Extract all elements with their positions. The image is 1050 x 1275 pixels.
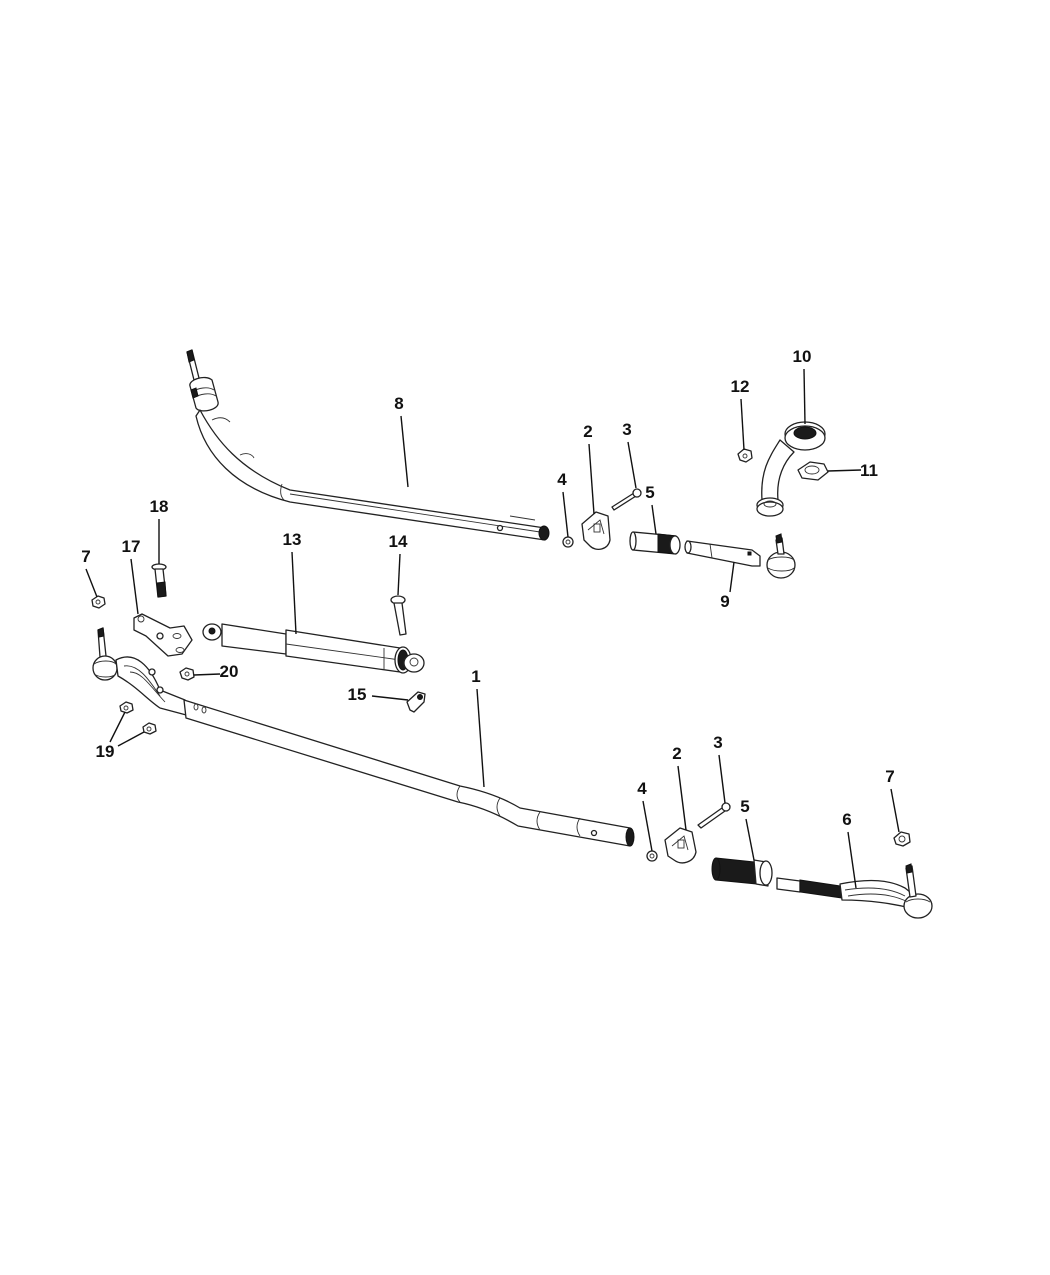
- drag-link-tube: [186, 349, 550, 541]
- callout-14: 14: [389, 532, 408, 551]
- clamp-nut-lower: [646, 850, 658, 862]
- callout-13: 13: [283, 530, 302, 549]
- nuts-19: [119, 701, 157, 735]
- callout-7-right: 7: [885, 767, 894, 786]
- callout-10: 10: [793, 347, 812, 366]
- pitman-arm: [756, 421, 826, 517]
- damper-mount-bracket: [133, 613, 193, 657]
- nut-12: [737, 448, 753, 463]
- callout-5-lower: 5: [740, 797, 749, 816]
- damper-bracket: [406, 691, 426, 713]
- bracket-bolt: [151, 563, 167, 598]
- tie-rod-tube: [92, 627, 635, 847]
- callout-3-lower: 3: [713, 733, 722, 752]
- callout-17: 17: [122, 537, 141, 556]
- callout-3: 3: [622, 420, 631, 439]
- callout-5: 5: [645, 483, 654, 502]
- steering-damper: [202, 623, 425, 674]
- leader-lines: [85, 368, 900, 889]
- callout-2-lower: 2: [672, 744, 681, 763]
- callout-7-left: 7: [81, 547, 90, 566]
- clamp-bolt-upper: [611, 488, 642, 511]
- adjuster-clamp-upper: [581, 511, 611, 551]
- damper-bolt: [390, 595, 407, 636]
- callout-6: 6: [842, 810, 851, 829]
- bracket-nut: [179, 667, 195, 681]
- callout-labels: 1 2 3 4 5 8 9 10 11 12 13 14 15 17 18 7 …: [81, 347, 894, 829]
- callout-11: 11: [860, 461, 878, 480]
- callout-9: 9: [720, 592, 729, 611]
- callout-4: 4: [557, 470, 567, 489]
- pitman-arm-nut: [797, 461, 829, 481]
- adjuster-sleeve-lower: [711, 857, 773, 887]
- callout-4-lower: 4: [637, 779, 647, 798]
- callout-18: 18: [150, 497, 169, 516]
- drag-link-end: [684, 533, 796, 579]
- callout-2: 2: [583, 422, 592, 441]
- callout-8: 8: [394, 394, 403, 413]
- tie-rod-end-nut-right: [893, 831, 911, 847]
- adjuster-clamp-lower: [664, 827, 697, 864]
- callout-12: 12: [731, 377, 750, 396]
- clamp-bolt-lower: [697, 802, 731, 829]
- callout-1: 1: [471, 667, 480, 686]
- adjuster-sleeve-upper: [629, 531, 681, 555]
- callout-19: 19: [96, 742, 115, 761]
- tie-rod-end-right: [776, 863, 933, 919]
- callout-15: 15: [348, 685, 367, 704]
- callout-20: 20: [220, 662, 239, 681]
- tie-rod-end-nut-left: [91, 595, 106, 609]
- clamp-nut-upper: [562, 536, 574, 548]
